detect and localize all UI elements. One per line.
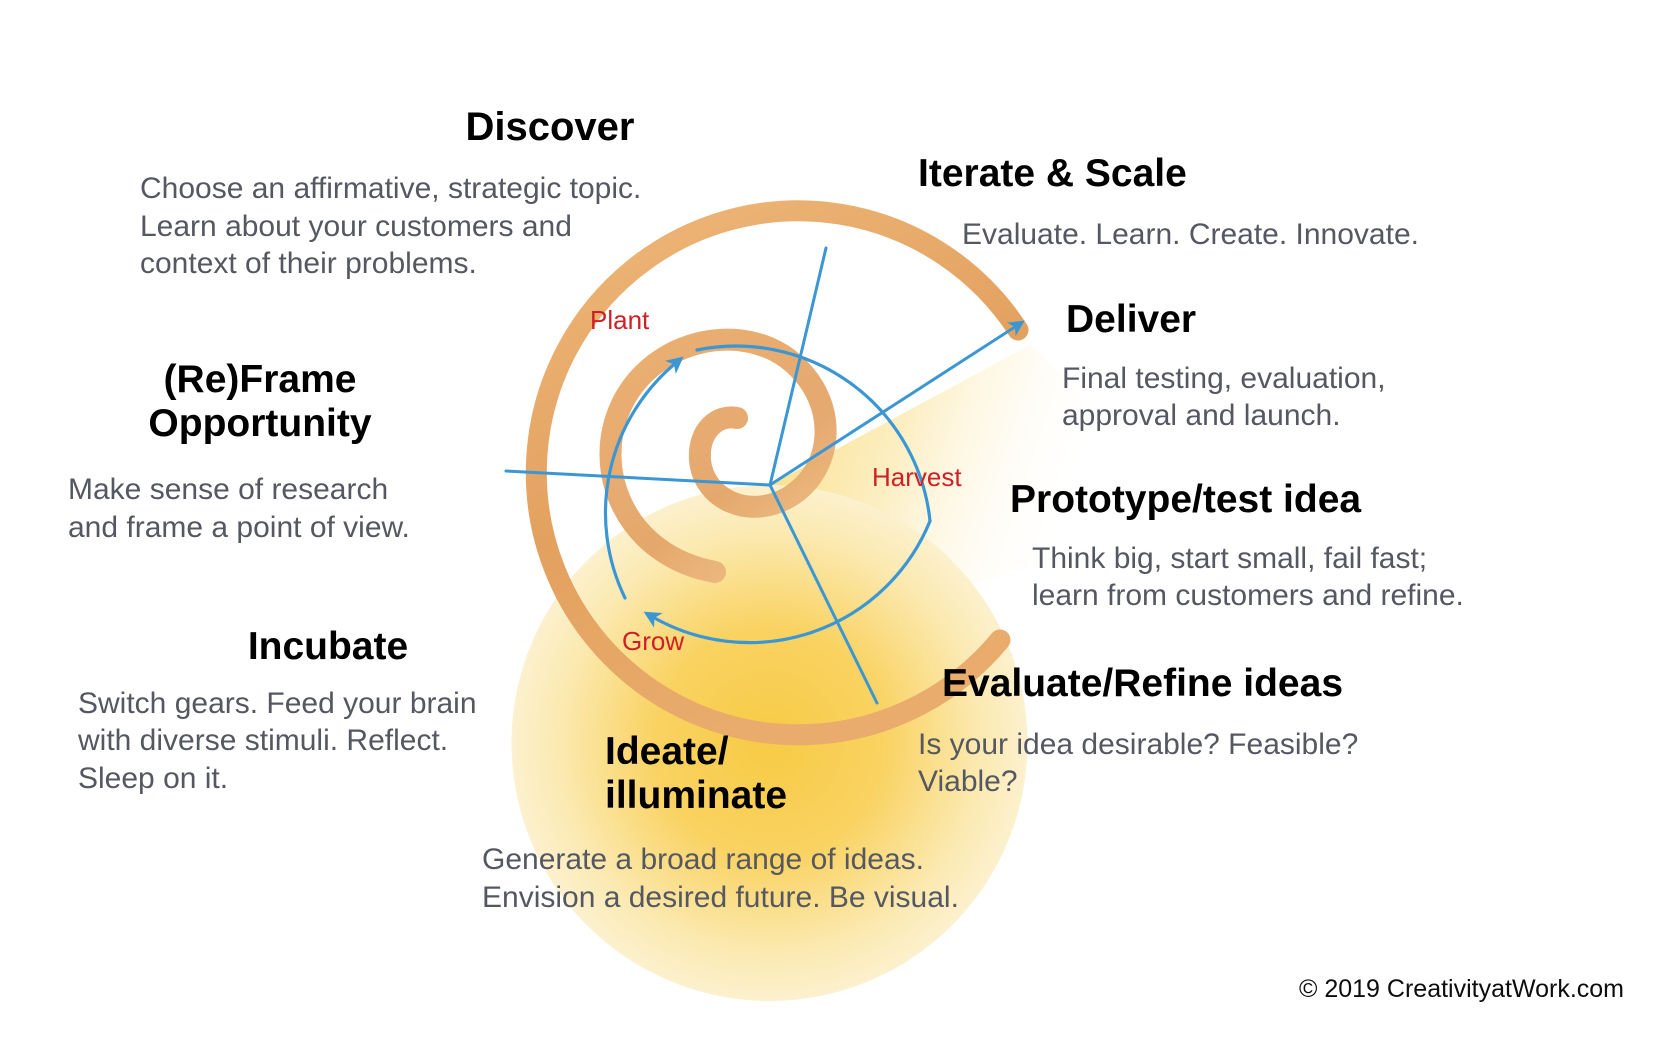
pointer-deliver [768,320,1025,487]
stage-reframe-body: Make sense of research and frame a point… [68,473,410,545]
stage-evaluate-heading: Evaluate/Refine ideas [942,662,1344,705]
stage-iterate-heading: Iterate & Scale [918,152,1187,195]
stage-prototype-body: Think big, start small, fail fast; learn… [1032,541,1464,613]
plant-label: Plant [590,305,650,335]
harvest-label: Harvest [872,462,962,492]
cycle-arrow-circle [603,344,932,645]
stage-iterate-body: Evaluate. Learn. Create. Innovate. [962,217,1419,251]
stage-discover-body: Choose an affirmative, strategic topic. … [140,171,642,281]
stage-incubate-body: Switch gears. Feed your brain with diver… [78,686,477,796]
stage-evaluate-refine-ideas: Evaluate/Refine ideas Is your idea desir… [918,662,1490,801]
stage-iterate-and-scale: Iterate & Scale Evaluate. Learn. Create.… [900,152,1520,253]
radial-spokes [504,246,879,705]
pointer-lines [768,320,1025,487]
stage-ideate-heading: Ideate/ illuminate [605,730,788,817]
spoke-down-right [768,483,879,705]
stage-reframe-heading: (Re)Frame Opportunity [148,358,372,445]
outer-shell-arc [525,200,1029,746]
stage-reframe: (Re)Frame Opportunity Make sense of rese… [60,358,460,547]
stage-prototype-heading: Prototype/test idea [1010,478,1362,521]
stage-incubate: Incubate Switch gears. Feed your brain w… [68,625,518,798]
stage-discover-heading: Discover [465,105,635,149]
stage-evaluate-body: Is your idea desirable? Feasible? Viable… [918,727,1359,799]
stage-deliver-heading: Deliver [1066,298,1197,341]
stage-discover: Discover Choose an affirmative, strategi… [140,105,760,283]
stage-ideate-body: Generate a broad range of ideas. Envisio… [482,843,959,915]
stage-deliver-body: Final testing, evaluation, approval and … [1062,361,1386,433]
grow-label: Grow [622,626,685,656]
stage-incubate-heading: Incubate [247,625,409,668]
stage-ideate: Ideate/ illuminate Generate a broad rang… [470,730,970,917]
spoke-up [768,246,828,487]
stage-deliver: Deliver Final testing, evaluation, appro… [1030,298,1530,435]
stage-prototype-test-idea: Prototype/test idea Think big, start sma… [1010,478,1570,615]
spoke-left [504,469,772,487]
copyright-notice: © 2019 CreativityatWork.com [1298,975,1624,1003]
